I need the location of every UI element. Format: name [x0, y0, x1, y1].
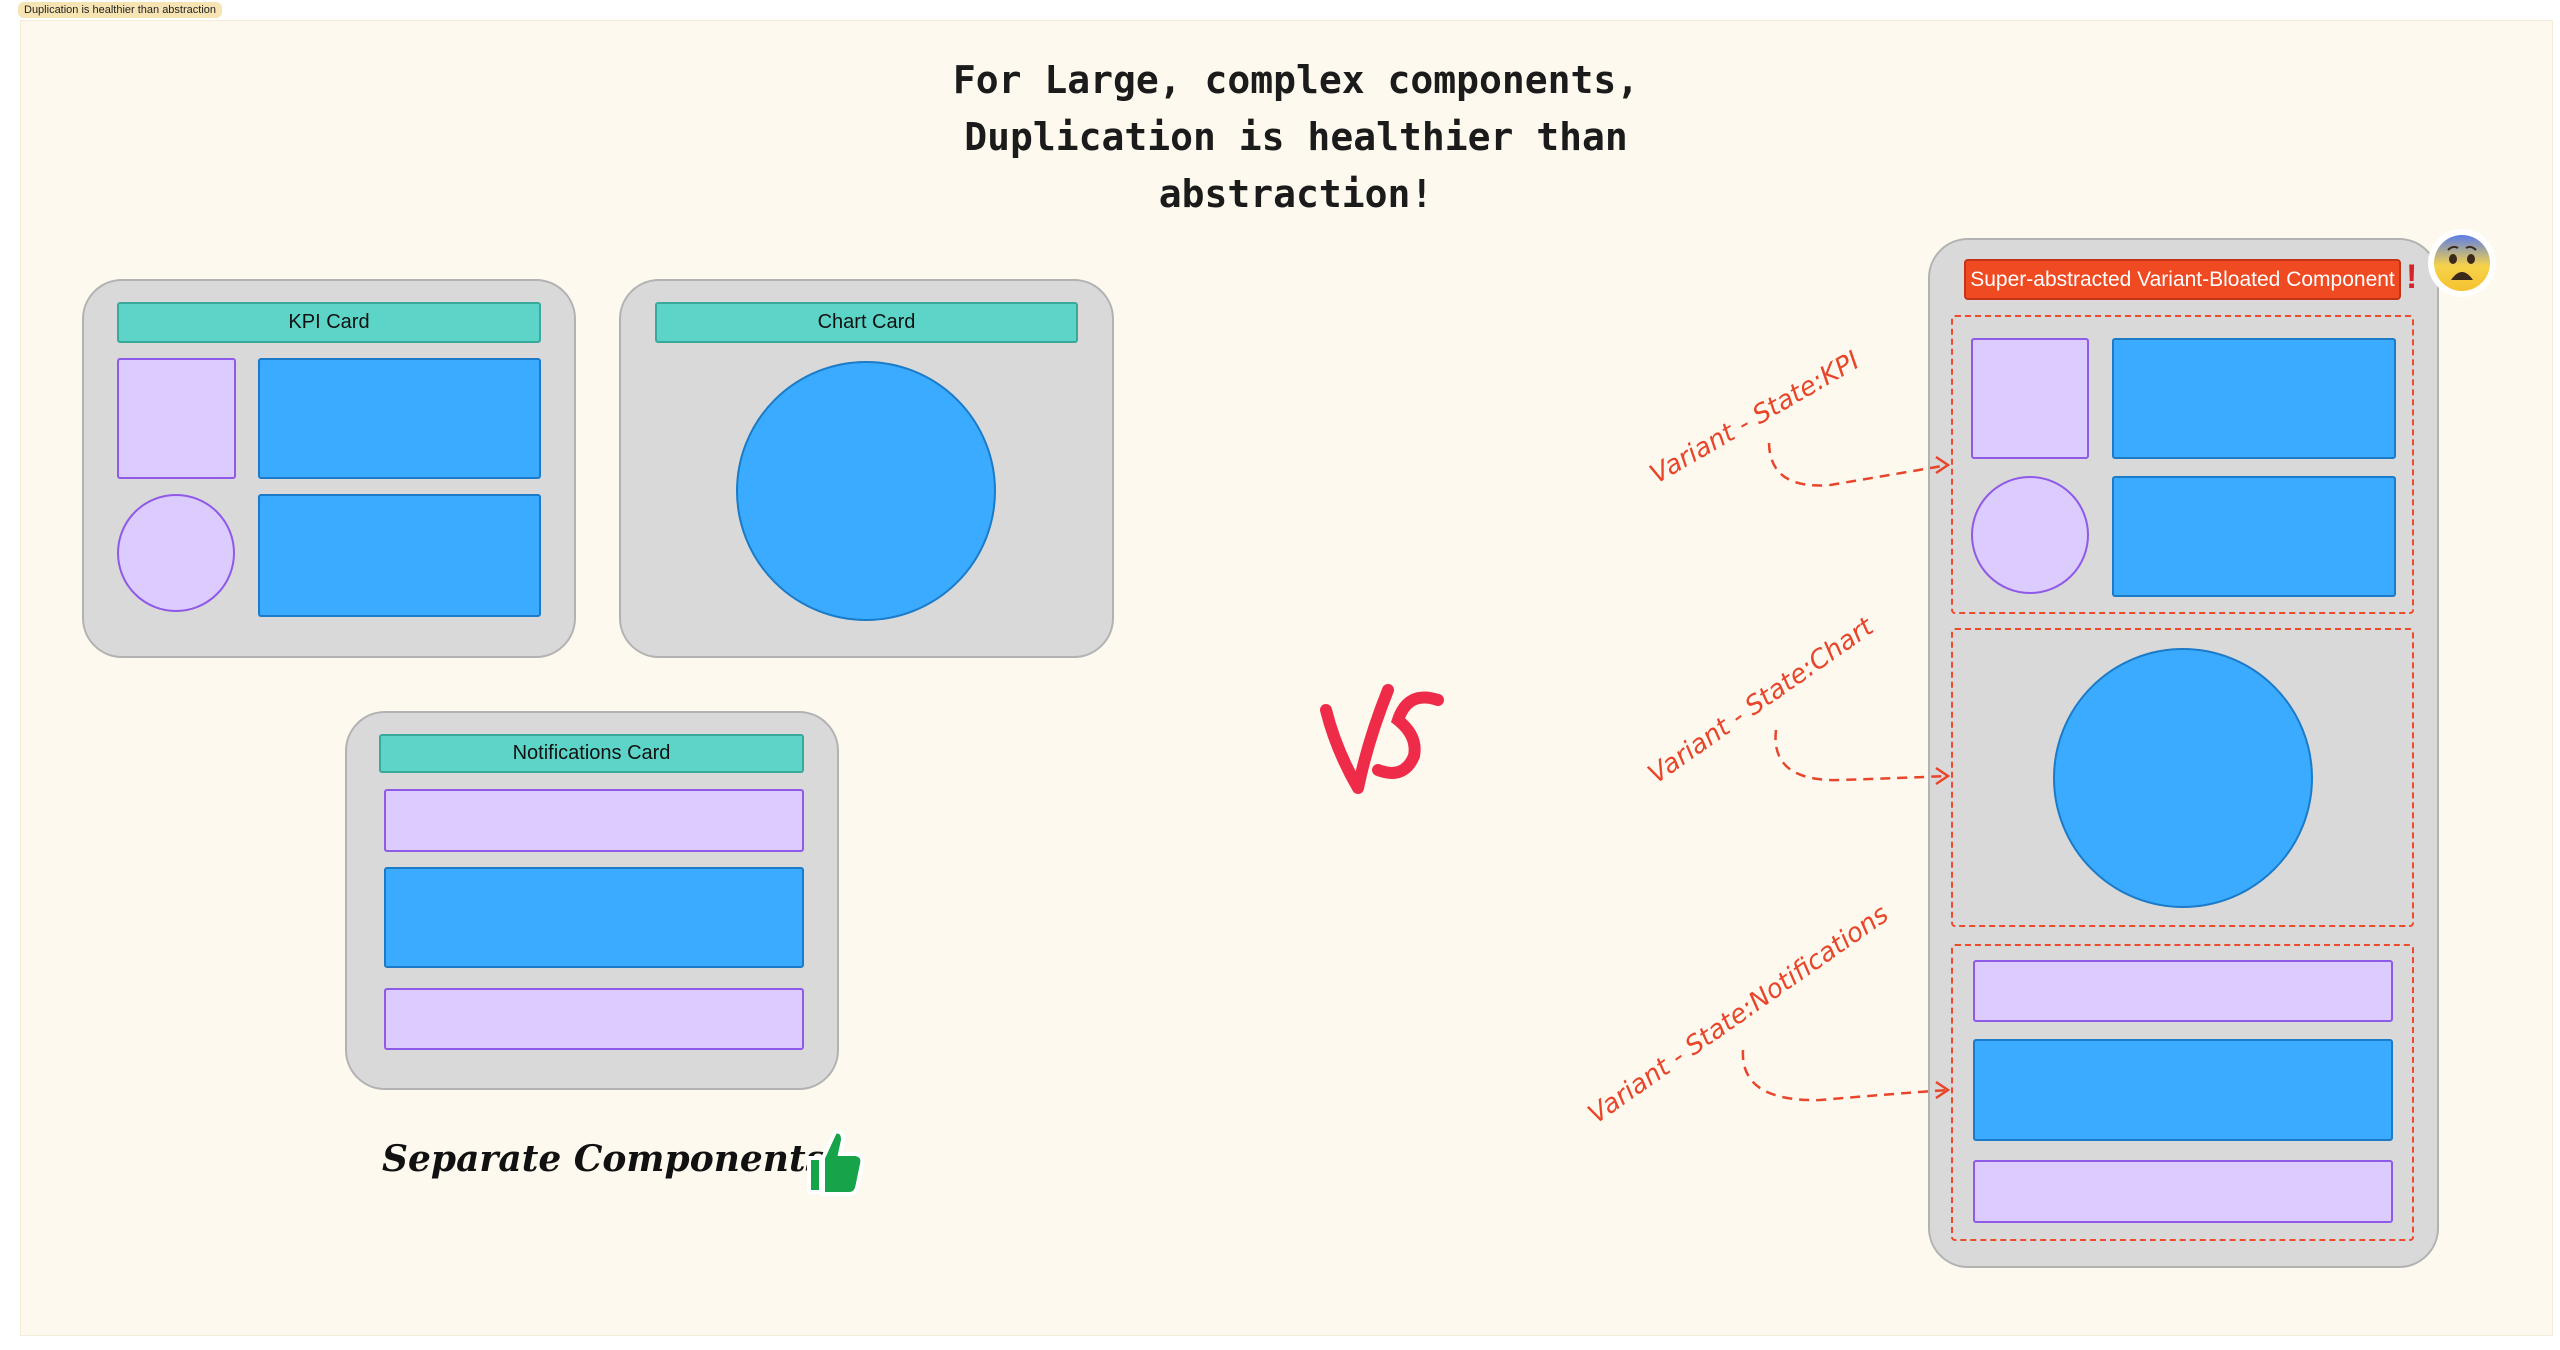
chart-circle: [736, 361, 996, 621]
kpi-circle: [117, 494, 235, 612]
arrow-kpi: [1767, 442, 1949, 487]
thumbs-up-icon: [801, 1124, 865, 1198]
frame-label[interactable]: Duplication is healthier than abstractio…: [18, 2, 223, 18]
chart-card-header: Chart Card: [655, 302, 1078, 343]
kpi-block: [2112, 338, 2396, 459]
vs-mark: VS: [1318, 670, 1448, 796]
title-line: abstraction!: [1158, 172, 1434, 216]
chart-circle: [2053, 648, 2313, 908]
notification-row: [384, 988, 804, 1050]
notification-row: [1973, 1160, 2393, 1223]
notification-block: [1973, 1039, 2393, 1141]
variant-notifications-region: [1951, 944, 2414, 1241]
notification-row: [1973, 960, 2393, 1022]
separate-components-caption: Separate Components: [382, 1138, 826, 1180]
fearful-face-icon: [2428, 229, 2496, 297]
kpi-card-header: KPI Card: [117, 302, 541, 343]
variant-kpi-region: [1951, 315, 2414, 614]
notifications-card-header: Notifications Card: [379, 734, 804, 773]
kpi-block: [258, 494, 541, 617]
variant-chart-region: [1951, 628, 2414, 927]
kpi-square: [1971, 338, 2089, 459]
page-title: For Large, complex components, Duplicati…: [780, 52, 1812, 223]
exclamation-mark: !: [2406, 258, 2418, 296]
title-line: For Large, complex components,: [952, 58, 1640, 102]
title-line: Duplication is healthier than: [964, 115, 1628, 159]
kpi-square: [117, 358, 236, 479]
kpi-circle: [1971, 476, 2089, 594]
notification-row: [384, 789, 804, 852]
bloated-component-header: Super-abstracted Variant-Bloated Compone…: [1964, 259, 2401, 300]
kpi-block: [258, 358, 541, 479]
kpi-block: [2112, 476, 2396, 597]
arrow-chart: [1774, 729, 1949, 782]
arrow-notifications: [1741, 1049, 1949, 1102]
notification-block: [384, 867, 804, 968]
